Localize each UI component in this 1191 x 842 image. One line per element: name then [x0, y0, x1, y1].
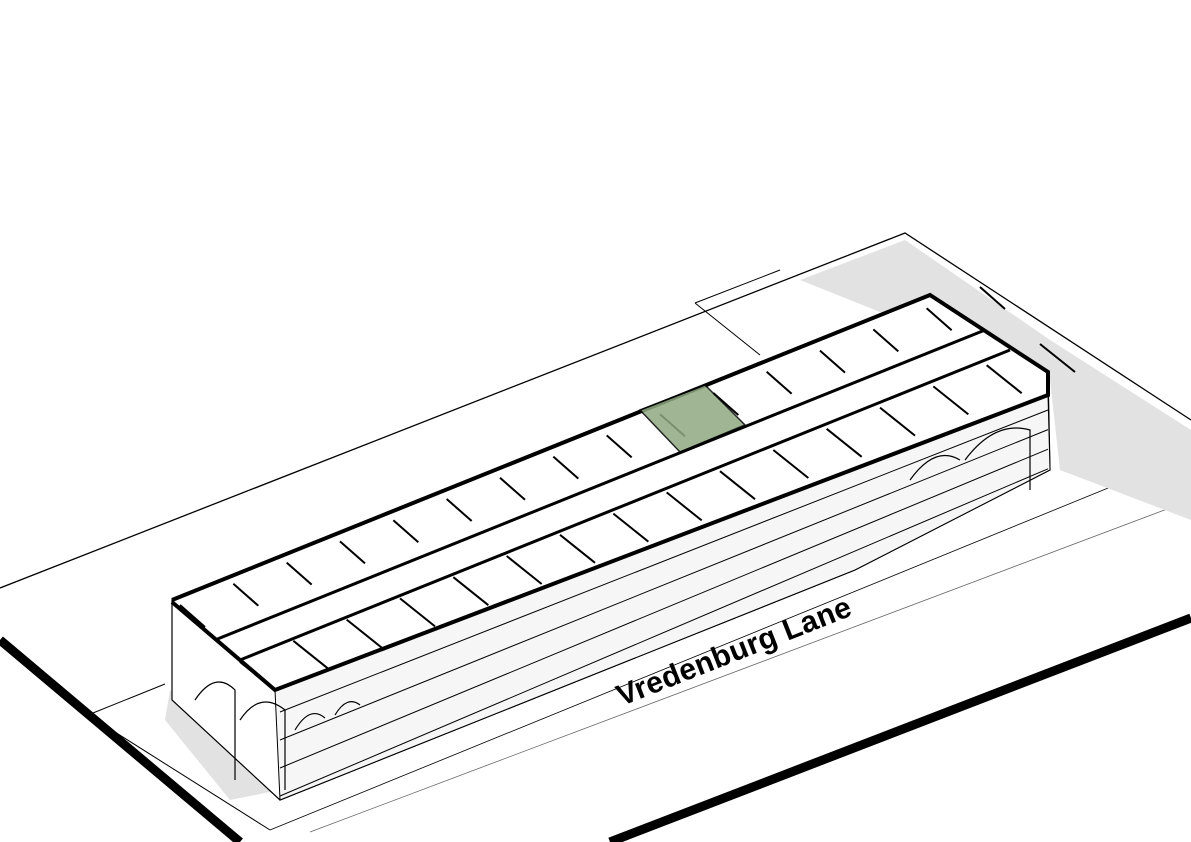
partition-wall — [552, 455, 579, 480]
partition-wall — [179, 604, 206, 628]
partition-wall — [346, 618, 383, 649]
partition-wall — [499, 477, 526, 501]
partition-wall — [286, 561, 313, 586]
partition-wall — [559, 534, 596, 564]
floor-line — [279, 429, 1049, 741]
partition-wall — [1039, 343, 1076, 373]
partition-wall — [452, 576, 489, 606]
partition-wall — [292, 640, 329, 670]
site-block — [0, 232, 1191, 842]
partition-wall — [719, 470, 756, 500]
building — [170, 292, 1051, 801]
partition-wall — [606, 434, 633, 459]
facade-floor-lines — [279, 409, 1049, 797]
partition-wall — [506, 555, 543, 585]
partition-wall — [826, 428, 863, 458]
partition-wall — [872, 328, 899, 353]
partition-wall — [766, 371, 793, 395]
partition-wall — [232, 583, 259, 607]
partition-wall — [392, 519, 419, 543]
arches — [194, 427, 1031, 790]
partition-wall — [926, 307, 953, 331]
partition-wall — [772, 449, 809, 479]
floor-line — [279, 448, 1049, 769]
partition-wall — [446, 498, 473, 522]
partition-wall — [612, 512, 649, 543]
partition-wall — [339, 540, 366, 565]
partition-wall — [239, 661, 276, 691]
partition-wall — [879, 406, 916, 437]
partition-wall — [666, 491, 703, 522]
partition-wall — [932, 385, 969, 416]
floor-line — [279, 409, 1049, 713]
partition-wall — [819, 349, 846, 374]
partition-wall — [986, 364, 1023, 394]
partition-wall — [979, 286, 1006, 310]
floor-line — [279, 468, 1049, 797]
partition-wall — [399, 597, 436, 628]
highlighted-unit — [638, 384, 747, 453]
